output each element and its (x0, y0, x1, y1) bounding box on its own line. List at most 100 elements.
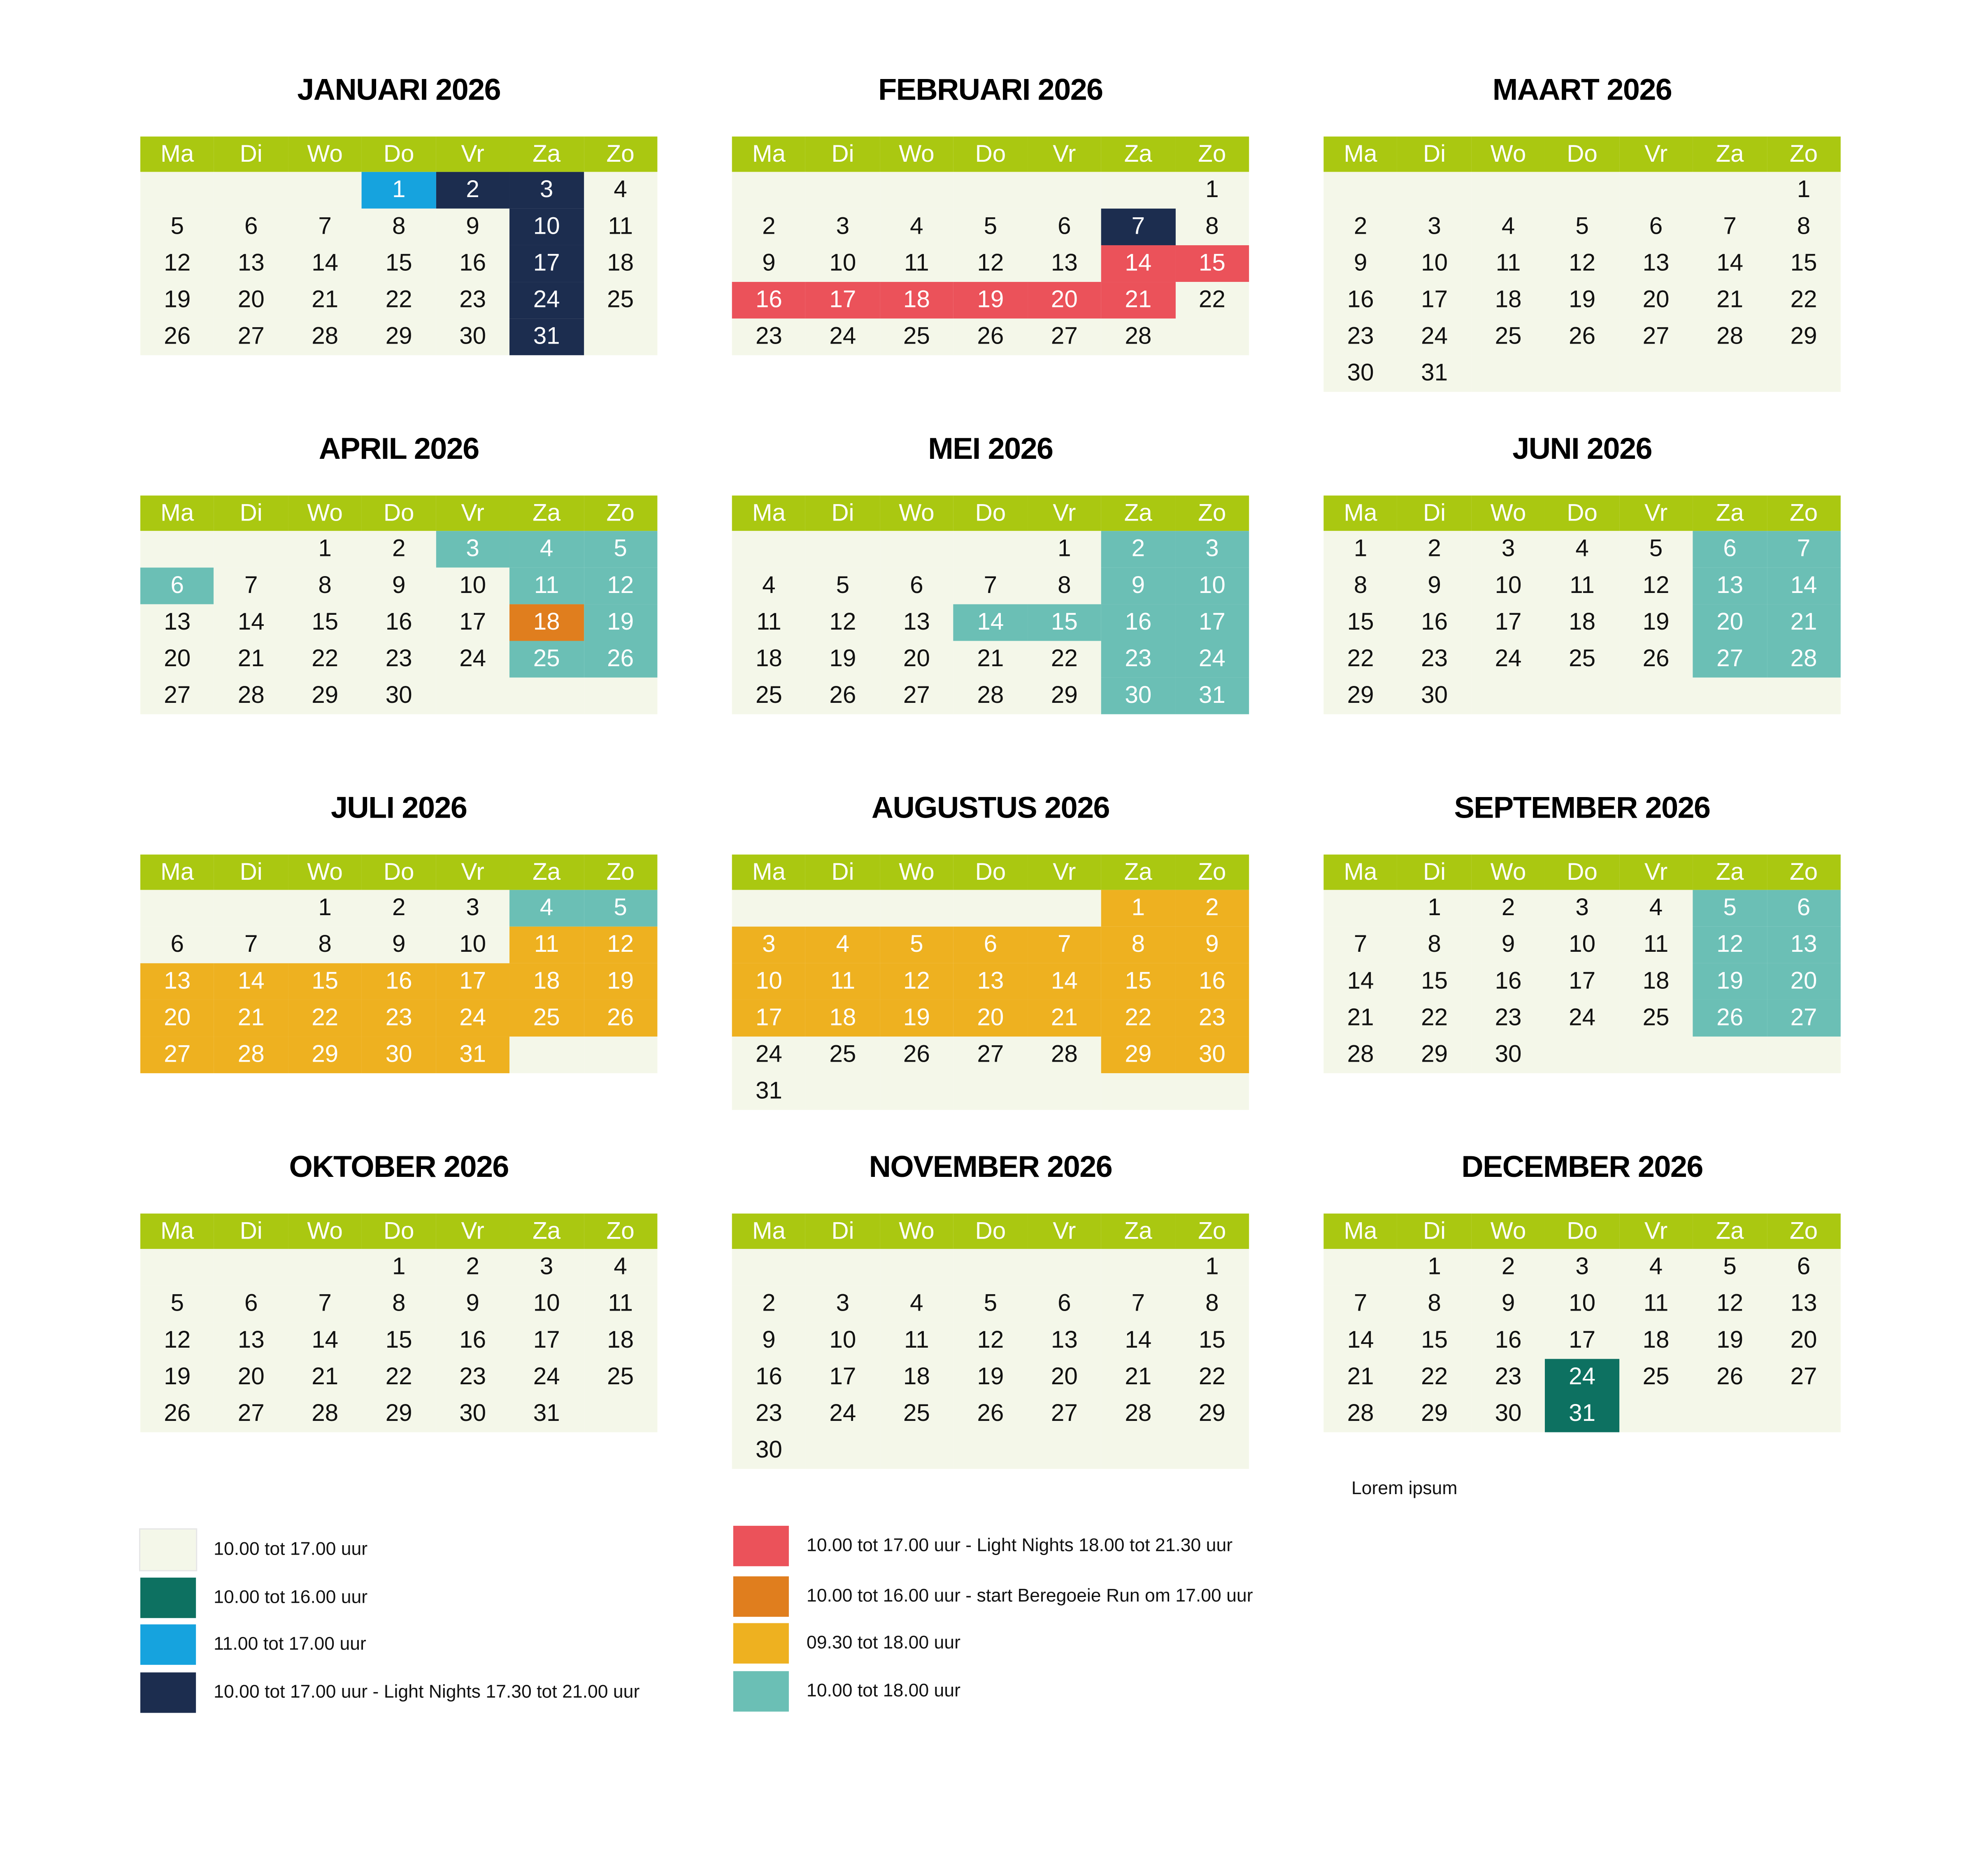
day-cell: 8 (1101, 926, 1175, 963)
day-cell: 15 (1323, 604, 1398, 641)
weekday-header: Di (1397, 1213, 1472, 1249)
day-cell: 29 (288, 677, 362, 714)
month-title: OKTOBER 2026 (289, 1150, 509, 1185)
weekday-header: Di (806, 854, 880, 890)
day-cell: 23 (362, 1000, 436, 1037)
day-cell: 10 (1175, 567, 1249, 604)
day-cell: 17 (1471, 604, 1545, 641)
day-cell: 2 (1323, 208, 1398, 245)
day-cell: 30 (435, 1395, 510, 1432)
day-cell: 14 (214, 604, 288, 641)
day-cell: 10 (509, 1286, 584, 1323)
empty-cell (214, 531, 288, 568)
day-cell: 15 (288, 604, 362, 641)
empty-cell (1545, 1037, 1619, 1074)
day-cell: 10 (1397, 245, 1472, 282)
day-cell: 5 (953, 208, 1028, 245)
weekday-header: Vr (1027, 854, 1102, 890)
day-cell: 25 (509, 641, 584, 678)
weekday-header: Di (214, 1213, 288, 1249)
day-cell: 24 (1397, 318, 1472, 356)
day-cell: 2 (1101, 531, 1175, 568)
day-cell: 7 (1027, 926, 1102, 963)
weekday-header: Do (1545, 136, 1619, 172)
day-cell: 13 (140, 963, 214, 1000)
weekday-header: Di (806, 136, 880, 172)
day-cell: 23 (732, 1395, 806, 1432)
day-cell: 4 (583, 1249, 658, 1286)
day-cell: 18 (1619, 1322, 1693, 1359)
month-title: JUNI 2026 (1512, 432, 1652, 467)
day-cell: 4 (879, 208, 954, 245)
day-cell: 16 (435, 245, 510, 282)
month-title: FEBRUARI 2026 (878, 73, 1103, 108)
day-cell: 2 (1471, 890, 1545, 927)
empty-cell (953, 531, 1028, 568)
day-cell: 15 (1767, 245, 1841, 282)
day-cell: 17 (806, 282, 880, 319)
empty-cell (1101, 1249, 1175, 1286)
day-cell: 14 (1027, 963, 1102, 1000)
day-cell: 17 (732, 1000, 806, 1037)
weekday-header: Zo (1175, 1213, 1249, 1249)
day-cell: 29 (1397, 1395, 1472, 1432)
weekday-header: Za (509, 495, 584, 531)
day-cell: 29 (1101, 1037, 1175, 1074)
day-cell: 19 (953, 1359, 1028, 1396)
day-cell: 21 (1101, 1359, 1175, 1396)
empty-cell (879, 1073, 954, 1110)
day-cell: 19 (1619, 604, 1693, 641)
weekday-header: Wo (288, 136, 362, 172)
lorem-text: Lorem ipsum (1351, 1479, 1458, 1499)
empty-cell (1101, 1432, 1175, 1469)
day-cell: 21 (288, 1359, 362, 1396)
weekday-header: Di (1397, 136, 1472, 172)
weekday-header: Ma (140, 1213, 214, 1249)
day-cell: 13 (1027, 245, 1102, 282)
month-title: NOVEMBER 2026 (869, 1150, 1113, 1185)
day-cell: 1 (1175, 172, 1249, 209)
day-cell: 7 (214, 567, 288, 604)
weekday-header: Do (362, 1213, 436, 1249)
day-cell: 5 (583, 890, 658, 927)
day-cell: 17 (1397, 282, 1472, 319)
empty-cell (1323, 172, 1398, 209)
day-cell: 8 (1323, 567, 1398, 604)
legend-label: 10.00 tot 16.00 uur - start Beregoeie Ru… (806, 1586, 1253, 1607)
empty-cell (1175, 318, 1249, 356)
day-cell: 3 (435, 890, 510, 927)
empty-cell (1027, 1249, 1102, 1286)
empty-cell (288, 1249, 362, 1286)
day-cell: 7 (214, 926, 288, 963)
day-cell: 9 (1471, 1286, 1545, 1323)
day-cell: 6 (879, 567, 954, 604)
day-cell: 18 (583, 1322, 658, 1359)
day-cell: 6 (953, 926, 1028, 963)
day-cell: 4 (879, 1286, 954, 1323)
day-cell: 12 (140, 245, 214, 282)
day-cell: 7 (953, 567, 1028, 604)
empty-cell (879, 1249, 954, 1286)
day-cell: 5 (806, 567, 880, 604)
legend-swatch (733, 1623, 789, 1664)
day-cell: 30 (362, 1037, 436, 1074)
day-cell: 16 (732, 282, 806, 319)
day-cell: 28 (1693, 318, 1767, 356)
weekday-header: Do (953, 136, 1028, 172)
day-cell: 21 (1323, 1359, 1398, 1396)
month-title: JANUARI 2026 (297, 73, 501, 108)
weekday-header: Do (953, 1213, 1028, 1249)
legend-label: 10.00 tot 17.00 uur - Light Nights 17.30… (214, 1682, 640, 1703)
day-cell: 10 (435, 567, 510, 604)
day-cell: 1 (1101, 890, 1175, 927)
weekday-header: Zo (1175, 854, 1249, 890)
day-cell: 1 (1027, 531, 1102, 568)
legend-swatch (140, 1672, 196, 1713)
legend-swatch (733, 1671, 789, 1712)
empty-cell (140, 1249, 214, 1286)
weekday-header: Vr (1619, 854, 1693, 890)
day-cell: 18 (1471, 282, 1545, 319)
